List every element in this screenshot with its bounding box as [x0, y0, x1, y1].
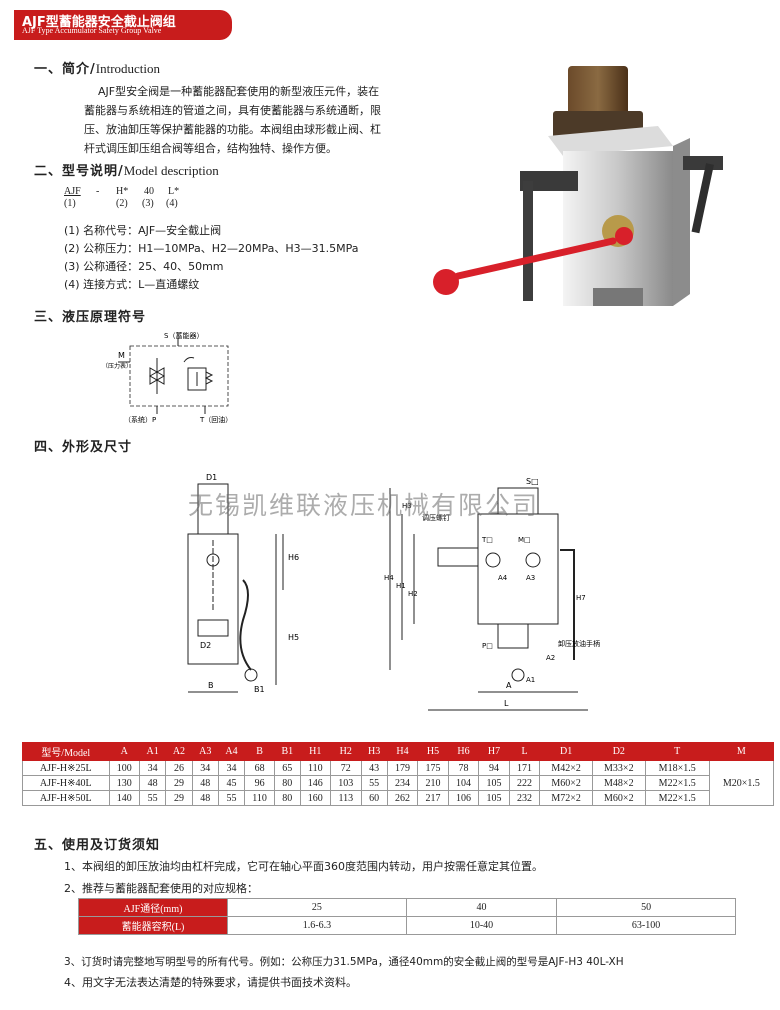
spec-header-cell: H2 [330, 742, 362, 761]
model-code-index: (1) [64, 198, 76, 209]
model-items: (1) 名称代号：AJF—安全截止阀 (2) 公称压力：H1—10MPa、H2—… [64, 222, 359, 294]
drawing-label-d2: D2 [200, 641, 211, 650]
intro-line: 杆式调压卸压组合阀等组合，结构独特、操作方便。 [84, 142, 337, 155]
symbol-m-note: （压力表） [102, 362, 132, 370]
spec-m-value: M20×1.5 [708, 760, 775, 806]
volume-table: AJF通径(mm) 25 40 50 蓄能器容积(L) 1.6-6.3 10-4… [78, 898, 736, 935]
spec-header-cell: H7 [478, 742, 510, 761]
model-code-part: AJF [64, 186, 81, 197]
drawing-label-h4: H4 [384, 574, 394, 582]
header-banner: AJF型蓄能器安全截止阀组 AJF Type Accumulator Safet… [14, 10, 232, 40]
drawing-label-h3: H3 [402, 502, 412, 510]
spec-header-cell: T [644, 742, 710, 761]
symbol-m-label: M [118, 351, 125, 360]
volume-row-header: AJF通径(mm) [78, 898, 228, 917]
model-item: (1) 名称代号：AJF—安全截止阀 [64, 224, 222, 237]
volume-row-header: 蓄能器容积(L) [78, 916, 228, 935]
model-item: (3) 公称通径：25、40、50mm [64, 260, 224, 273]
front-view-drawing: S□ H3 调压螺钉 T□ M□ A4 A3 H4 H1 H2 H7 P□ 卸压… [384, 477, 600, 711]
model-code-part: - [96, 186, 100, 197]
drawing-label-a3: A3 [526, 574, 535, 582]
drawing-label-p-port: P□ [482, 642, 493, 650]
spec-table: 型号/Model A A1 A2 A3 A4 B B1 H1 H2 H3 H4 … [22, 742, 775, 806]
side-view-drawing: D1 D2 H6 H5 B B1 [187, 473, 299, 694]
table-row: 蓄能器容积(L) 1.6-6.3 10-40 63-100 [78, 916, 736, 935]
spec-header-cell: L [508, 742, 541, 761]
spec-header-cell: H1 [299, 742, 332, 761]
spec-header-cell: 型号/Model [22, 742, 110, 761]
drawing-label-h6: H6 [288, 553, 299, 562]
intro-line: 蓄能器与系统相连的管道之间，具有使蓄能器与系统通断，限 [84, 104, 381, 117]
drawing-label-h5: H5 [288, 633, 299, 642]
section-usage-heading: 五、使用及订货须知 [34, 838, 161, 853]
drawing-label-d1: D1 [206, 473, 217, 482]
spec-header-cell: B [244, 742, 276, 761]
drawing-label-b: B [208, 681, 214, 690]
model-code-index: (4) [166, 198, 178, 209]
note-3: 3、订货时请完整地写明型号的所有代号。例如：公称压力31.5MPa，通径40mm… [64, 956, 624, 968]
drawing-label-adjust-screw: 调压螺钉 [422, 513, 450, 522]
spec-header-cell: B1 [274, 742, 301, 761]
model-item: (2) 公称压力：H1—10MPa、H2—20MPa、H3—31.5MPa [64, 242, 359, 255]
spec-header-cell: A [108, 742, 141, 761]
intro-paragraph: AJF型安全阀是一种蓄能器配套使用的新型液压元件，装在 蓄能器与系统相连的管道之… [84, 82, 424, 158]
model-code-part: L* [168, 186, 180, 197]
model-item: (4) 连接方式：L—直通螺纹 [64, 278, 200, 291]
symbol-p-label: （系统）P [124, 415, 156, 424]
symbol-t-label: T（回油） [199, 415, 232, 424]
spec-header-cell: A3 [191, 742, 219, 761]
header-subtitle: AJF Type Accumulator Safety Group Valve [22, 26, 162, 35]
section-dimensions-heading: 四、外形及尺寸 [34, 440, 133, 455]
model-code-part: 40 [144, 186, 154, 197]
note-1: 1、本阀组的卸压放油均由杠杆完成，它可在轴心平面360度范围内转动，用户按需任意… [64, 860, 543, 873]
section-symbol-heading: 三、液压原理符号 [34, 310, 147, 325]
spec-header-cell: M [708, 742, 775, 761]
spec-table-header-row: 型号/Model A A1 A2 A3 A4 B B1 H1 H2 H3 H4 … [22, 742, 775, 761]
spec-header-cell: H6 [447, 742, 480, 761]
spec-header-cell: H3 [360, 742, 388, 761]
drawing-label-a: A [506, 681, 512, 690]
model-code-index: (3) [142, 198, 154, 209]
note-4: 4、用文字无法表达清楚的特殊要求，请提供书面技术资料。 [64, 976, 357, 989]
spec-header-cell: H4 [386, 742, 419, 761]
section-model-heading: 二、型号说明/Model description [34, 163, 219, 179]
section-intro-heading: 一、简介/Introduction [34, 61, 161, 77]
drawing-label-relief-handle: 卸压放油手柄 [558, 639, 600, 648]
model-code-index: (2) [116, 198, 128, 209]
drawing-label-l: L [504, 699, 509, 708]
note-2: 2、推荐与蓄能器配套使用的对应规格： [64, 882, 258, 895]
drawing-label-a2: A2 [546, 654, 555, 662]
drawing-label-h7: H7 [576, 594, 586, 602]
drawing-label-s-port: S□ [526, 477, 539, 486]
drawing-label-h2: H2 [408, 590, 418, 598]
model-code-part: H* [116, 186, 129, 197]
drawing-label-m-port: M□ [518, 536, 531, 544]
drawing-label-h1: H1 [396, 582, 406, 590]
drawing-label-a1: A1 [526, 676, 535, 684]
drawing-label-t-port: T□ [481, 536, 493, 544]
spec-header-cell: A1 [139, 742, 167, 761]
hydraulic-symbol: S（蓄能器） M （压力表） （系统）P T（回油） [102, 331, 232, 424]
drawing-label-b1: B1 [254, 685, 265, 694]
watermark: 无锡凯维联液压机械有限公司 [188, 491, 540, 520]
symbol-s-label: S（蓄能器） [164, 331, 203, 340]
spec-header-cell: D2 [591, 742, 646, 761]
spec-header-cell: A2 [165, 742, 193, 761]
intro-line: 压、放油卸压等保护蓄能器的功能。本阀组由球形截止阀、杠 [84, 123, 381, 136]
intro-line: AJF型安全阀是一种蓄能器配套使用的新型液压元件，装在 [98, 85, 380, 98]
spec-header-cell: D1 [539, 742, 593, 761]
table-row: AJF通径(mm) 25 40 50 [78, 898, 736, 917]
drawing-label-a4: A4 [498, 574, 508, 582]
header-title: AJF型蓄能器安全截止阀组 [22, 15, 176, 30]
spec-header-cell: A4 [217, 742, 246, 761]
product-photo [433, 66, 723, 306]
spec-header-cell: H5 [417, 742, 449, 761]
